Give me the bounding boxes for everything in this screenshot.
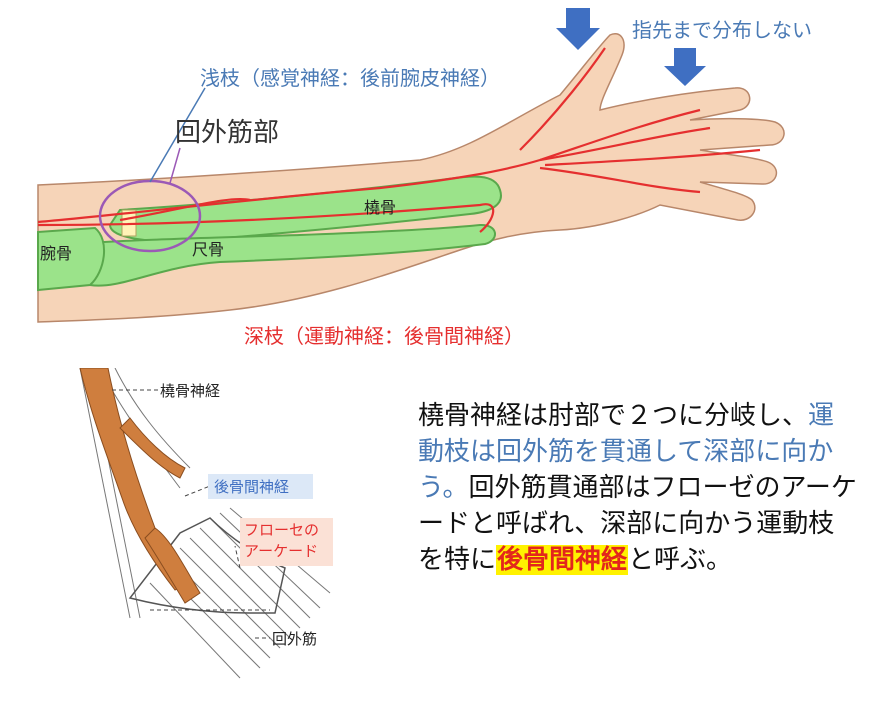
superficial-branch-label: 浅枝（感覚神経：後前腕皮神経） (200, 66, 500, 90)
deep-branch-label: 深枝（運動神経：後骨間神経） (244, 324, 524, 348)
humerus-bone (37, 226, 106, 292)
radial-nerve-label: 橈骨神経 (160, 382, 221, 400)
explanation-part2: 運動枝は回外筋を貫通して深部に向かう。 (418, 401, 835, 503)
humerus-label: 腕骨 (40, 244, 73, 263)
explanation-part1: 橈骨神経は肘部で２つに分岐し、 (418, 401, 809, 431)
supinator-muscle (128, 517, 286, 614)
explanation-part4: と呼ぶ。 (628, 545, 733, 575)
ulna-label: 尺骨 (192, 240, 225, 259)
explanation-part3: 回外筋貫通部はフローゼのアーケードと呼ばれ、深部に向かう運動枝を特に (418, 473, 857, 575)
arcade-label-line1: フローセの (244, 521, 320, 539)
nerve-closeup-diagram: 橈骨神経 後骨間神経 フローセの アーケード 回外筋 (60, 368, 400, 698)
radius-label: 橈骨 (364, 198, 397, 217)
ulna-bone (53, 223, 496, 287)
arcade-label: フローセの アーケード (240, 518, 334, 566)
interosseous-branch-shape (144, 527, 201, 604)
arm-illustration (37, 8, 785, 323)
supinator-label: 回外筋 (272, 630, 318, 648)
supinator-region-label: 回外筋部 (175, 118, 280, 148)
arrow-icon (556, 8, 706, 86)
explanation-text: 橈骨神経は肘部で２つに分岐し、運動枝は回外筋を貫通して深部に向かう。回外筋貫通部… (418, 398, 858, 578)
nerve-closeup-illustration (79, 368, 331, 679)
arm-diagram: 指先まで分布しない 浅枝（感覚神経：後前腕皮神経） 回外筋部 橈骨 尺骨 腕骨 … (0, 0, 872, 350)
explanation-highlight: 後骨間神経 (496, 545, 629, 575)
posterior-interosseous-label: 後骨間神経 (208, 474, 314, 499)
finger-note-label: 指先まで分布しない (632, 18, 812, 42)
arcade-label-line2: アーケード (244, 542, 319, 560)
superficial-branch-shape (119, 417, 186, 479)
nerve-lines (37, 47, 761, 233)
